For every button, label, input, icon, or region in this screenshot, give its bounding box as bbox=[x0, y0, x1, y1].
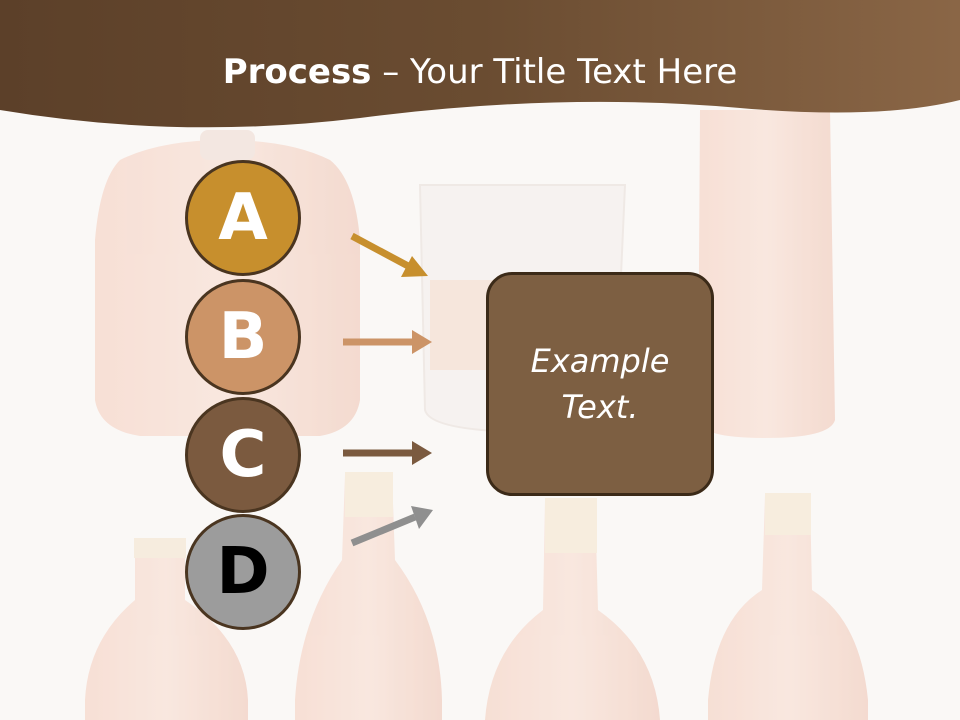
title-bold: Process bbox=[222, 52, 372, 92]
header-band bbox=[0, 0, 960, 128]
title-rest: – Your Title Text Here bbox=[371, 52, 738, 92]
arrow-c bbox=[343, 441, 432, 465]
step-a-circle: A bbox=[185, 160, 301, 276]
tall-bottle-shape bbox=[698, 110, 835, 438]
slide-title: Process – Your Title Text Here bbox=[0, 52, 960, 92]
step-d-circle: D bbox=[185, 514, 301, 630]
arrow-b bbox=[343, 330, 432, 354]
example-text-box: Example Text. bbox=[486, 272, 714, 496]
step-c-circle: C bbox=[185, 397, 301, 513]
arrow-d bbox=[350, 506, 433, 547]
bottom-bottles-shape bbox=[85, 472, 868, 720]
arrow-a bbox=[350, 232, 428, 277]
step-b-circle: B bbox=[185, 279, 301, 395]
